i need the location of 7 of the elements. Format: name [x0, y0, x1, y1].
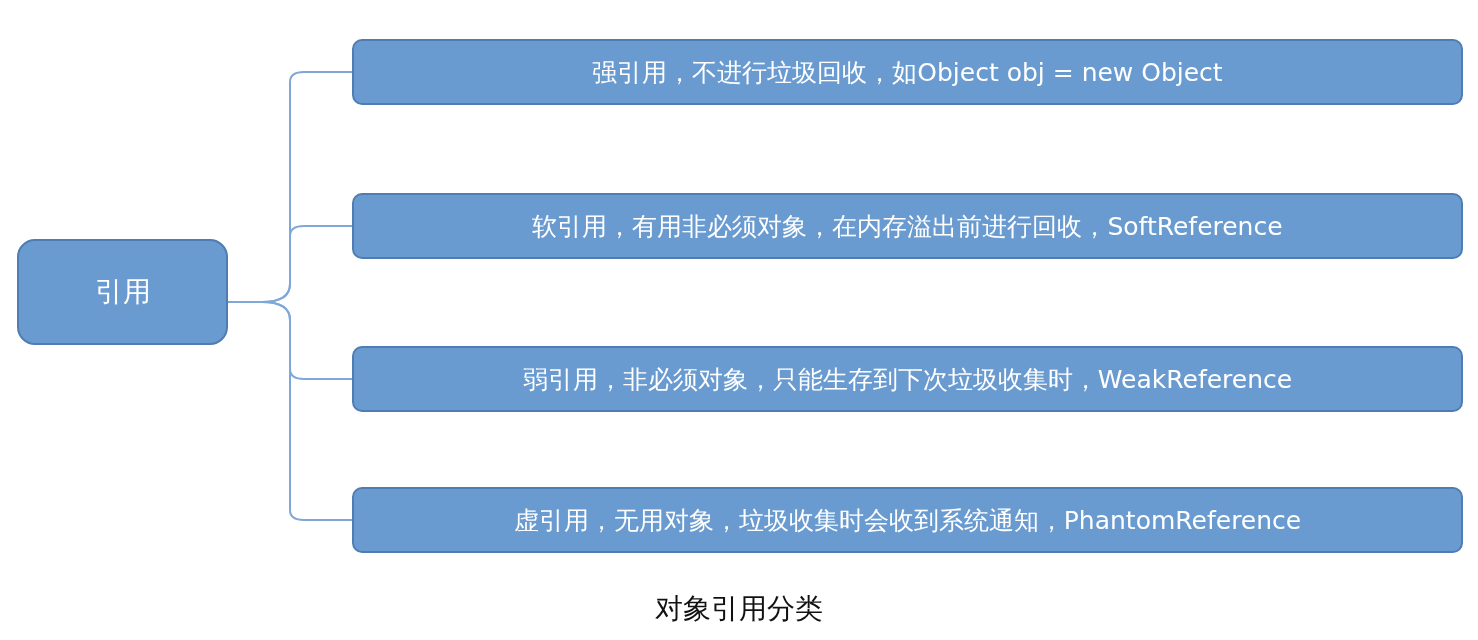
brace-connector [227, 301, 353, 521]
category-box: 虚引用，无用对象，垃圾收集时会收到系统通知，PhantomReference [352, 487, 1463, 553]
category-box: 软引用，有用非必须对象，在内存溢出前进行回收，SoftReference [352, 193, 1463, 259]
root-box: 引用 [17, 239, 228, 345]
category-box: 强引用，不进行垃圾回收，如Object obj = new Object [352, 39, 1463, 105]
caption: 对象引用分类 [655, 591, 823, 627]
category-box: 弱引用，非必须对象，只能生存到下次垃圾收集时，WeakReference [352, 346, 1463, 412]
